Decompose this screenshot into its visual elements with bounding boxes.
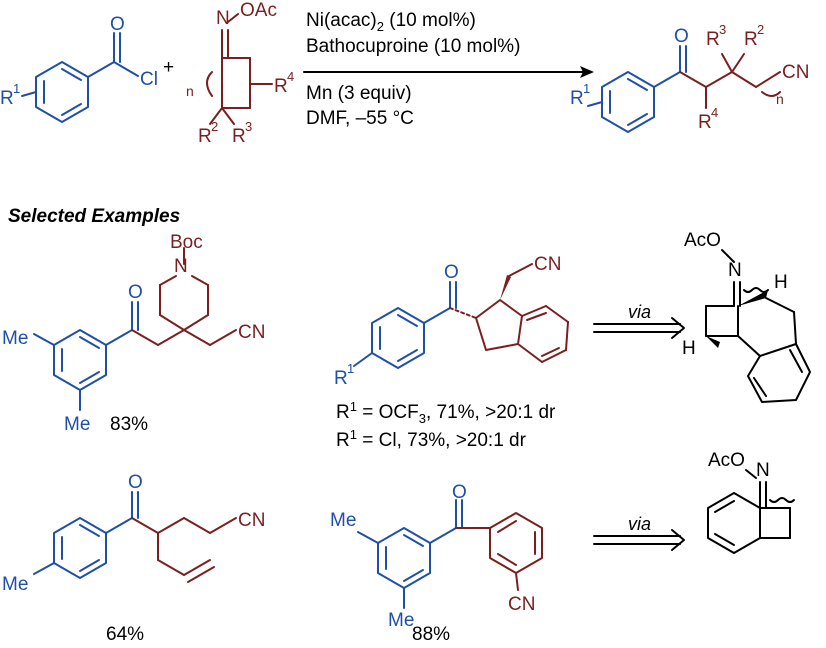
acid-cl-label: Cl (140, 69, 158, 90)
product-r2-superscript: 2 (757, 22, 764, 37)
condition-solvent-temp: DMF, –55 °C (306, 108, 414, 129)
example-3-allyl: O CN Me 64% (2, 472, 265, 645)
example-4-benzonitrile: O CN Me Me 88% via AcO N (330, 450, 795, 645)
product-r4-superscript: 4 (711, 105, 718, 120)
ex1-o-label: O (128, 282, 143, 303)
ex3-cn-label: CN (238, 510, 265, 531)
plus-sign: + (163, 57, 174, 78)
oxime-n-label: N (216, 8, 230, 29)
section-title: Selected Examples (8, 206, 180, 227)
example-1-piperidine: O N Boc CN Me Me 83% (2, 232, 265, 435)
ex1-yield: 83% (110, 414, 148, 435)
ex4-yield: 88% (412, 624, 450, 645)
r2-superscript: 2 (211, 119, 218, 134)
product-r3-label: R (706, 29, 720, 50)
r1-label: R (0, 88, 14, 109)
r3-superscript: 3 (245, 119, 252, 134)
ex4-me-top-label: Me (330, 510, 356, 531)
product-r1-label: R (570, 88, 584, 109)
product-n-label: n (776, 91, 784, 107)
ex1-me-top-label: Me (2, 328, 28, 349)
ex2-result-ocf3: R1 = OCF3, 71%, >20:1 dr (336, 399, 556, 426)
cyclic-oxime-reactant: N OAc n R 4 R 2 R 3 (186, 0, 294, 147)
ex1-n-label: N (174, 256, 188, 277)
ex3-yield: 64% (106, 624, 144, 645)
product-r3-superscript: 3 (719, 22, 726, 37)
oxime-oac-label: OAc (240, 0, 277, 21)
ex1-cn-label: CN (238, 322, 265, 343)
condition-reductant: Mn (3 equiv) (306, 83, 412, 104)
acid-chloride-reactant: O Cl R 1 (0, 14, 158, 123)
ex4-via-label: via (628, 514, 651, 534)
ex2-int-h1-label: H (774, 272, 788, 293)
ex4-me-bottom-label: Me (388, 610, 414, 631)
ex2-result-cl: R1 = Cl, 73%, >20:1 dr (336, 427, 527, 451)
ex3-o-label: O (128, 472, 143, 493)
ex4-o-label: O (452, 482, 467, 503)
product-r2-label: R (744, 29, 758, 50)
condition-catalyst: Ni(acac)2 (10 mol%) (306, 10, 476, 34)
ex4-cn-label: CN (508, 594, 535, 615)
ex2-int-h2-label: H (682, 338, 696, 359)
example-2-indane: O CN R 1 R1 = OCF3, 71%, >20:1 dr R1 = C… (334, 230, 811, 451)
product-cn-label: CN (782, 62, 809, 83)
condition-ligand: Bathocuproine (10 mol%) (306, 36, 520, 57)
ex1-me-bottom-label: Me (64, 414, 90, 435)
acid-o-label: O (110, 14, 125, 35)
ex4-int-n-label: N (756, 460, 770, 481)
reaction-conditions: Ni(acac)2 (10 mol%) Bathocuproine (10 mo… (303, 10, 594, 129)
r1-superscript: 1 (13, 81, 20, 96)
ex2-r1-label: R (334, 368, 348, 389)
reaction-arrow-head (580, 66, 594, 78)
general-product: O R 1 R 3 R 2 R 4 n CN (570, 22, 809, 133)
product-r1-superscript: 1 (583, 81, 590, 96)
ex2-via-label: via (628, 302, 651, 322)
ex4-int-aco-label: AcO (708, 450, 745, 471)
product-r4-label: R (698, 112, 712, 133)
ring-size-n-label: n (186, 83, 194, 99)
product-o-label: O (674, 26, 689, 47)
r3-label: R (232, 126, 246, 147)
ex2-r1-superscript: 1 (347, 361, 354, 376)
r4-superscript: 4 (287, 69, 294, 84)
ex2-o-label: O (444, 262, 459, 283)
r4-label: R (274, 76, 288, 97)
ex1-boc-label: Boc (170, 232, 203, 253)
ex2-int-n-label: N (728, 260, 742, 281)
ex2-cn-label: CN (534, 254, 561, 275)
ex3-me-label: Me (2, 574, 28, 595)
ex2-int-aco-label: AcO (684, 230, 721, 251)
r2-label: R (198, 126, 212, 147)
